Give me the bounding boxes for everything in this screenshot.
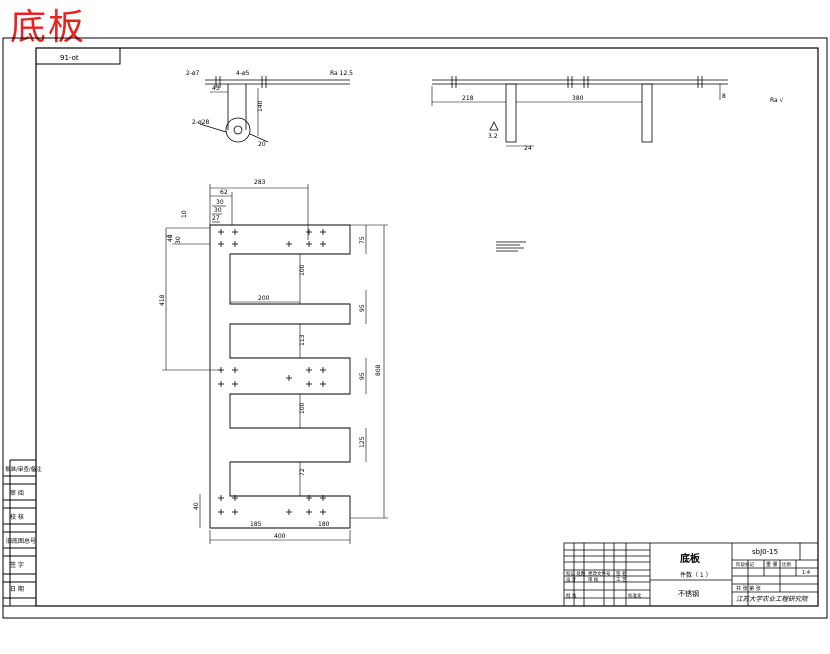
tl-callout-a: 2-ø28 (192, 119, 209, 126)
top-right-view (431, 76, 728, 147)
plan-view (209, 224, 351, 529)
strip-label-2: 校 核 (10, 513, 24, 521)
plan-dimension-lines (162, 184, 388, 544)
plan-top-dim-2: 30 (216, 199, 224, 206)
overlay-title: 底板 (10, 7, 87, 48)
outer-border (2, 37, 828, 619)
col-label-1: 审 核 (588, 576, 599, 583)
plan-top-dim-5: 10 (181, 210, 188, 218)
plan-left-dim: 418 (159, 294, 166, 306)
col-label-2: 工 艺 (616, 577, 627, 583)
strip-label-0: 批准/审查/备注 (5, 465, 42, 473)
plan-right-dim-1: 95 (359, 304, 366, 312)
datum-triangle (489, 121, 499, 131)
row-label-3: 签 名 (616, 570, 626, 577)
tr-roughness: Ra √ (770, 97, 784, 104)
tl-label-0: 2-ø7 (186, 70, 200, 77)
plan-top-dim-6: 40 (167, 234, 174, 242)
scale: 1:4 (802, 570, 810, 576)
plan-top-dim-4: 27 (212, 215, 220, 222)
tl-label-3: 43 (212, 85, 220, 92)
plan-bottom-dim-0: 185 (250, 521, 262, 528)
tl-callout-b: 20 (258, 141, 266, 148)
tl-label-1: 4-ø5 (236, 70, 250, 77)
plan-top-dim-1: 62 (220, 189, 228, 196)
tr-dim-2: 24 (524, 145, 532, 152)
plan-inner-dim-4: 72 (299, 468, 306, 476)
inner-border (35, 47, 819, 607)
corner-code: 91-ot (60, 54, 79, 62)
plan-bottom-dim-2: 400 (274, 533, 286, 540)
corner-code-box (35, 47, 121, 65)
tl-roughness: Ra 12.5 (330, 70, 353, 77)
plan-top-dim-3: 30 (214, 207, 222, 214)
plan-bottom-dim-1: 180 (318, 521, 330, 528)
top-left-view (199, 76, 350, 143)
plan-right-dim-3: 125 (359, 436, 366, 448)
part-name: 底板 (680, 552, 701, 565)
note-lines (496, 241, 526, 252)
plan-inner-dim-0: 200 (258, 295, 270, 302)
plan-right-dim-0: 75 (359, 236, 366, 244)
left-strip: 批准/审查/备注 审 阅 校 核 旧底图总号 签 字 日 期 (3, 465, 42, 599)
tr-dim-1: 380 (572, 95, 584, 102)
designer: 标准化 (628, 592, 642, 599)
plan-left-small: 40 (193, 502, 200, 510)
plan-top-dim-0: 283 (254, 179, 266, 186)
row-label-2: 更改文件号 (588, 570, 611, 577)
col-label-0: 设 计 (566, 576, 577, 583)
tl-label-4: 140 (257, 100, 264, 112)
strip-label-5: 日 期 (10, 585, 24, 593)
tr-dim-4: 3.2 (488, 133, 498, 140)
drawing-no: sbJ0-15 (752, 548, 778, 556)
strip-label-1: 审 阅 (10, 489, 24, 497)
strip-label-3: 旧底图总号 (6, 537, 36, 545)
plan-top-dim-7: 30 (175, 236, 182, 244)
material: 不锈钢 (678, 589, 699, 598)
plan-inner-dim-3: 100 (299, 402, 306, 414)
strip-label-4: 签 字 (10, 561, 24, 569)
col-label-3: 批 准 (566, 592, 577, 599)
plan-overall-height: 808 (375, 364, 382, 376)
title-block (563, 542, 819, 607)
company: 江苏大学农业工程研究院 (736, 595, 809, 603)
plan-inner-dim-2: 113 (299, 334, 306, 346)
tr-dim-3: 8 (722, 93, 726, 100)
stage-label-2: 比例 (782, 561, 791, 568)
stage-label-0: 阶段标记 (736, 561, 754, 568)
row-label-0: 标记 处数 (566, 570, 586, 577)
plan-inner-dim-1: 100 (299, 264, 306, 276)
tr-dim-0: 218 (462, 95, 474, 102)
sheet-label: 共 张 第 张 (736, 585, 761, 592)
weight-label: 重 量 (766, 561, 778, 568)
quantity-label: 件数（ 1 ） (680, 571, 712, 579)
plan-right-dim-2: 95 (359, 372, 366, 380)
